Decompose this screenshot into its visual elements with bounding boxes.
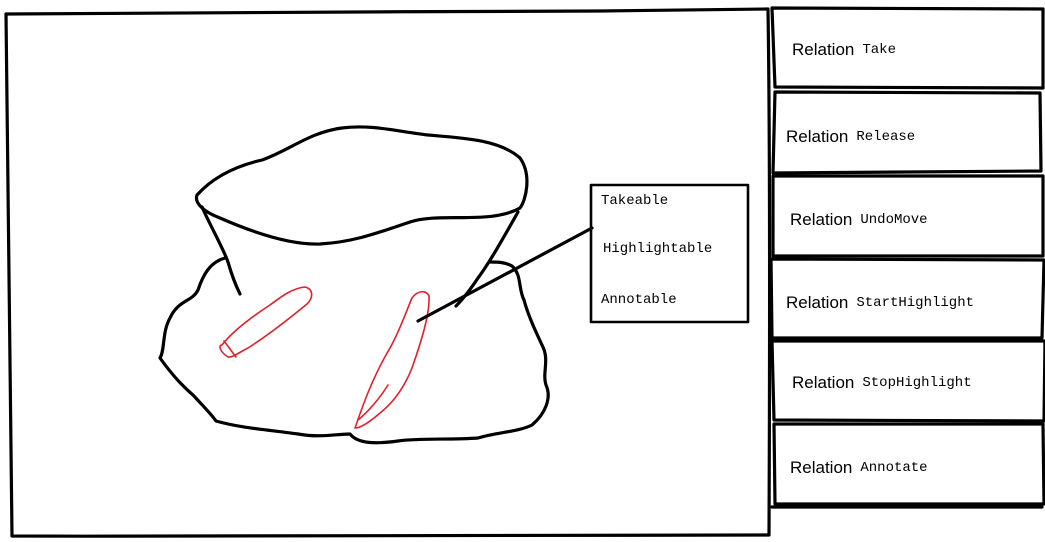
relation-word: Relation bbox=[786, 127, 849, 146]
relation-name-annotate: Annotate bbox=[860, 460, 928, 476]
rock-base bbox=[158, 256, 550, 445]
highlight-mark-right bbox=[354, 290, 430, 429]
label-leader-line bbox=[416, 226, 594, 323]
relation-box-release-outline bbox=[771, 90, 1043, 175]
relation-box-stophighlight-outline bbox=[770, 339, 1045, 423]
bowl-right-side bbox=[454, 210, 520, 308]
relation-word: Relation bbox=[792, 373, 855, 392]
relation-box-stophighlight[interactable]: Relation StopHighlight bbox=[778, 363, 1045, 403]
bowl-left-side bbox=[200, 205, 242, 296]
relation-word: Relation bbox=[790, 458, 853, 477]
relation-box-undomove[interactable]: Relation UndoMove bbox=[778, 200, 1045, 240]
relation-name-stophighlight: StopHighlight bbox=[862, 375, 972, 391]
property-takeable: Takeable bbox=[601, 193, 669, 209]
relation-word: Relation bbox=[792, 40, 855, 59]
scene-frame bbox=[4, 7, 772, 539]
relation-box-undomove-outline bbox=[771, 174, 1045, 258]
relation-box-annotate-outline bbox=[772, 422, 1045, 506]
relation-box-take-outline bbox=[770, 6, 1045, 90]
relation-box-release[interactable]: Relation Release bbox=[778, 117, 1045, 157]
relation-box-starthighlight[interactable]: Relation StartHighlight bbox=[778, 283, 1045, 323]
relation-name-undomove: UndoMove bbox=[860, 212, 928, 228]
bowl-rim bbox=[194, 125, 529, 246]
relation-word: Relation bbox=[790, 210, 853, 229]
object-label-box-outline bbox=[589, 183, 750, 324]
relation-box-take[interactable]: Relation Take bbox=[778, 30, 1045, 70]
relation-name-take: Take bbox=[862, 42, 896, 58]
relation-name-starthighlight: StartHighlight bbox=[856, 295, 974, 311]
relation-name-release: Release bbox=[856, 129, 916, 145]
highlight-mark-left bbox=[219, 286, 313, 358]
property-annotable: Annotable bbox=[601, 292, 677, 308]
relation-word: Relation bbox=[786, 293, 849, 312]
relation-box-starthighlight-outline bbox=[769, 257, 1045, 340]
relation-box-annotate[interactable]: Relation Annotate bbox=[778, 448, 1045, 488]
property-highlightable: Highlightable bbox=[603, 241, 713, 257]
